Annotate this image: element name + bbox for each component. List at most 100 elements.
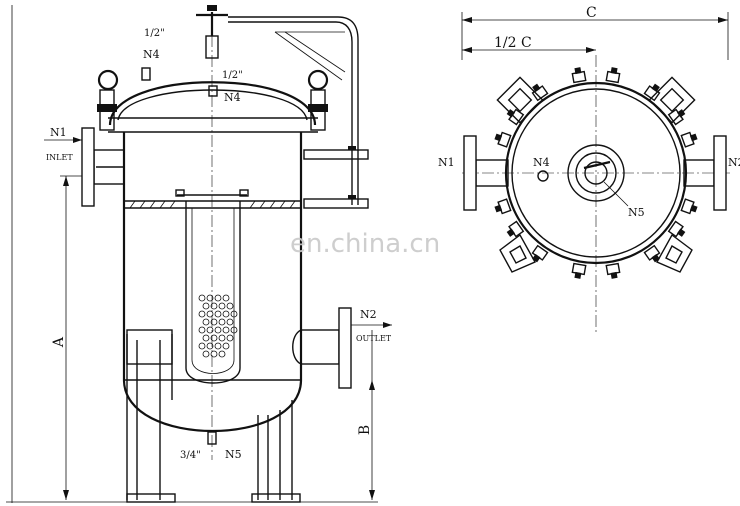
dim-c-arrow-left [462, 17, 472, 23]
dim-half-c-arrow-left [462, 47, 472, 53]
perforation-hole [206, 310, 214, 318]
perforation-hole [218, 318, 226, 326]
left-eyebolt-ring [97, 69, 119, 91]
davit-arm-inner [228, 21, 353, 205]
plan-gland-outer [567, 144, 625, 202]
perforation-hole [218, 334, 226, 342]
davit-bracket-lower [303, 198, 369, 209]
davit-brace-1 [274, 31, 343, 81]
dimension-a-arrow-bottom [63, 490, 69, 500]
lid-clamp-bolt [571, 67, 587, 84]
handwheel-cap [207, 5, 217, 11]
lid-clamp-bolt [494, 131, 512, 148]
lid-clamp-bolt [506, 220, 525, 238]
n4-mid-label: N4 [224, 91, 241, 104]
perforation-hole [214, 342, 222, 350]
perforation-hole [214, 294, 222, 302]
perforation-hole [202, 318, 210, 326]
bottom-dished-head [122, 379, 303, 433]
n1-inlet-flange [81, 127, 95, 207]
perforation-hole [202, 302, 210, 310]
dimension-b-label: B [357, 425, 373, 435]
vessel-lid-dome [108, 81, 317, 126]
perforation-hole [206, 294, 214, 302]
perforation-hole [202, 334, 210, 342]
support-plate-hatch [129, 200, 296, 209]
lid-clamp-bolt [643, 83, 661, 102]
lid-clamp-bolt [531, 83, 549, 102]
filter-basket-inner [191, 208, 235, 374]
plan-n4-label: N4 [533, 156, 550, 169]
leg-left-foot [126, 493, 176, 503]
plan-gland-mid [575, 152, 617, 194]
dim-half-c-arrow-right [586, 47, 596, 53]
plan-n5-leader [603, 181, 629, 207]
n4-mid-port [208, 85, 218, 97]
davit-bracket-upper [303, 149, 369, 160]
half-inch-top-label: 1/2" [144, 28, 165, 39]
plan-lug-top-right [648, 76, 696, 124]
lid-clamp-bolt [605, 262, 621, 279]
dimension-a-arrow-top [63, 176, 69, 186]
lid-clamp-bolt [643, 244, 661, 263]
perforation-hole [226, 318, 234, 326]
inlet-label: INLET [46, 153, 73, 162]
lid-inner-line [117, 89, 308, 121]
plan-n1-label: N1 [438, 156, 455, 169]
perforation-hole [210, 318, 218, 326]
plan-gland-inner [584, 161, 608, 185]
plan-view: C 1/2 C N4 N5 N1 N2 [438, 5, 740, 335]
right-eyebolt-ring [307, 69, 329, 91]
perforation-hole [222, 326, 230, 334]
leg-right [257, 400, 293, 500]
perforation-hole [210, 334, 218, 342]
perforation-hole [222, 310, 230, 318]
left-eyebolt-nut [97, 104, 117, 112]
watermark: en.china.cn [290, 229, 440, 259]
perforation-hole [226, 302, 234, 310]
outlet-label: OUTLET [356, 334, 392, 343]
n2-outlet-saddle [292, 329, 302, 365]
plan-n2-flange [713, 135, 727, 211]
n4-top-label: N4 [143, 48, 160, 61]
lid-clamp-bolt [571, 262, 587, 279]
lid-clamp-bolt [531, 244, 549, 263]
dim-c-label: C [586, 5, 597, 21]
plan-lid-bolts [494, 67, 698, 279]
perforation-hole [210, 350, 218, 358]
n2-front-label: N2 [360, 308, 377, 321]
perforation-hole [198, 294, 206, 302]
filter-basket-outer [185, 201, 241, 384]
perforation-hole [198, 310, 206, 318]
perforation-hole [226, 334, 234, 342]
n2-arrow [383, 322, 392, 328]
plan-n5-label: N5 [628, 206, 645, 219]
n5-front-label: N5 [225, 448, 242, 461]
n2-outlet-pipe [300, 329, 340, 365]
basket-handle-left [175, 189, 185, 197]
dimension-a-label: A [51, 336, 67, 348]
perforation-hole [198, 326, 206, 334]
lid-clamp-bolt [667, 220, 686, 238]
perforation-hole [222, 294, 230, 302]
perforation-hole [230, 326, 238, 334]
plan-n2-label: N2 [728, 156, 740, 169]
n2-outlet-flange [338, 307, 352, 389]
perforation-hole [210, 302, 218, 310]
three-quarter-inch-label: 3/4" [180, 450, 201, 461]
perforation-hole [214, 326, 222, 334]
lid-clamp-bolt [680, 131, 698, 148]
perforation-hole [218, 350, 226, 358]
perforation-hole [206, 326, 214, 334]
plan-shell-outer [504, 81, 688, 265]
leg-left-pad [126, 329, 173, 365]
leg-left [126, 334, 173, 500]
plan-handwheel-bar [583, 160, 611, 170]
plan-lug-top-left [496, 76, 544, 124]
perforation-hole [230, 310, 238, 318]
plan-n4-port [537, 170, 549, 182]
perforation-hole [202, 350, 210, 358]
leg-right-foot [251, 493, 301, 503]
n5-drain-nozzle [207, 431, 217, 445]
